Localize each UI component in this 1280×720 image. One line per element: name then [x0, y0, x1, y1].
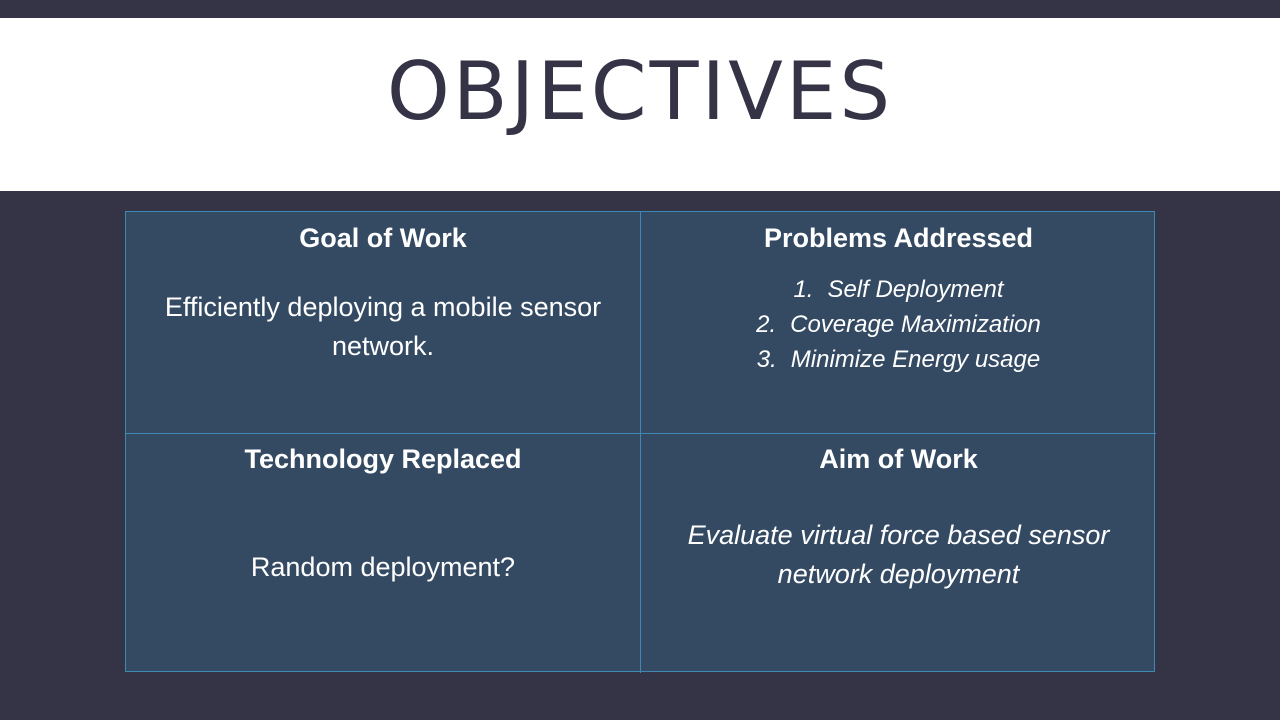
list-text: Self Deployment	[827, 276, 1004, 303]
aim-body: Evaluate virtual force based sensor netw…	[687, 520, 1110, 590]
list-text: Minimize Energy usage	[790, 346, 1041, 373]
list-number: 2.	[756, 311, 777, 338]
aim-cell: Aim of Work Evaluate virtual force based…	[641, 434, 1156, 673]
problems-cell: Problems Addressed 1. Self Deployment 2. C…	[641, 212, 1156, 434]
technology-cell: Technology Replaced Random deployment?	[126, 434, 641, 673]
problems-heading: Problems Addressed	[763, 223, 1034, 253]
aim-heading: Aim of Work	[819, 444, 978, 474]
list-item: 2. Coverage Maximization	[641, 307, 1156, 342]
goal-heading: Goal of Work	[299, 223, 467, 253]
title-band	[0, 18, 1280, 191]
slide-title: OBJECTIVES	[386, 45, 894, 138]
goal-cell: Goal of Work Efficiently deploying a mob…	[126, 212, 641, 434]
list-number: 1.	[793, 276, 814, 303]
technology-body: Random deployment?	[250, 552, 516, 582]
technology-heading: Technology Replaced	[244, 444, 522, 474]
list-item: 1. Self Deployment	[641, 272, 1156, 307]
list-text: Coverage Maximization	[790, 311, 1041, 338]
list-item: 3. Minimize Energy usage	[641, 342, 1156, 377]
problems-list: 1. Self Deployment 2. Coverage Maximizatio…	[641, 272, 1156, 377]
goal-body: Efficiently deploying a mobile sensor ne…	[164, 292, 602, 362]
objectives-table: Goal of Work Efficiently deploying a mob…	[125, 211, 1156, 673]
list-number: 3.	[756, 346, 777, 373]
